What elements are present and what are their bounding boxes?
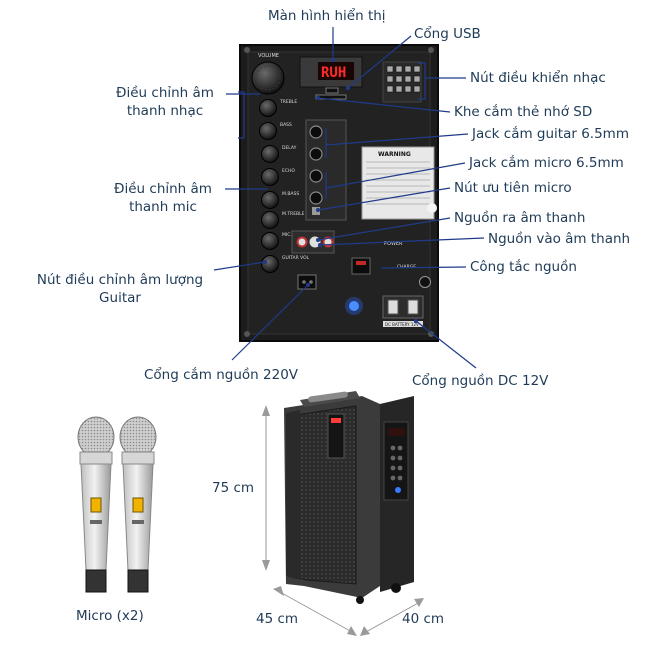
label-ac-power: Cổng cắm nguồn 220V — [144, 367, 299, 383]
guitar-jack-1[interactable] — [309, 125, 323, 139]
label-sd-slot: Khe cắm thẻ nhớ SD — [454, 104, 593, 120]
label-music-adjust-line2: thanh nhạc — [126, 103, 204, 119]
label-mic-priority: Nút ưu tiên micro — [454, 180, 572, 196]
label-music-adjust: Điều chỉnh âm thanh nhạc — [100, 84, 230, 120]
label-display: Màn hình hiển thị — [268, 8, 386, 24]
label-mic-adjust: Điều chỉnh âm thanh mic — [98, 180, 228, 216]
dimension-lines — [262, 405, 424, 636]
label-power-switch: Công tắc nguồn — [470, 259, 577, 275]
label-music-buttons: Nút điều khiển nhạc — [470, 70, 606, 86]
knob-label: DELAY — [282, 145, 297, 151]
delay-knob[interactable] — [261, 145, 279, 163]
leader-lines — [213, 27, 485, 369]
guitar-jack-2[interactable] — [309, 147, 323, 161]
body-blue-led — [395, 487, 401, 493]
mtreble-knob[interactable] — [261, 211, 279, 229]
speaker-body — [284, 391, 414, 604]
label-usb: Cổng USB — [414, 26, 481, 42]
warning-sticker — [361, 146, 435, 220]
tone-knobs — [259, 99, 279, 273]
knob-label: GUITAR VOL — [282, 255, 310, 261]
power-switch[interactable] — [351, 257, 371, 275]
label-height: 75 cm — [212, 480, 255, 496]
warning-title: WARNING — [378, 151, 411, 158]
echo-knob[interactable] — [261, 168, 279, 186]
microphone-2 — [119, 416, 157, 593]
charge-label: CHARGE — [397, 264, 416, 270]
volume-knob[interactable] — [251, 61, 285, 95]
display-readout: RUH — [321, 65, 346, 81]
label-guitar-volume: Nút điều chỉnh âm lượng Guitar — [22, 271, 218, 307]
label-width: 45 cm — [256, 611, 299, 627]
microphone-1 — [77, 416, 115, 593]
label-mic-adjust-line1: Điều chỉnh âm — [114, 181, 212, 197]
label-mic-jack: Jack cắm micro 6.5mm — [469, 155, 624, 171]
mic-priority-button[interactable] — [312, 207, 320, 215]
label-guitar-volume-line1: Nút điều chỉnh âm lượng — [36, 272, 204, 288]
mic-volume-knob[interactable] — [261, 232, 279, 250]
mbass-knob[interactable] — [261, 191, 279, 209]
usb-port[interactable] — [325, 87, 339, 94]
mic-jack-2[interactable] — [309, 191, 323, 205]
label-dc-power: Cổng nguồn DC 12V — [412, 373, 549, 389]
led-display — [318, 62, 354, 80]
label-audio-in: Nguồn vào âm thanh — [488, 231, 631, 247]
dc-label: DC BATTERY 12V — [385, 322, 419, 327]
power-label: POWER — [384, 241, 403, 247]
label-music-adjust-line1: Điều chỉnh âm — [116, 85, 214, 101]
label-guitar-jack: Jack cắm guitar 6.5mm — [472, 126, 629, 142]
bass-knob[interactable] — [259, 122, 277, 140]
microphone-pair — [77, 416, 157, 593]
label-audio-out: Nguồn ra âm thanh — [454, 210, 586, 226]
label-microphones: Micro (x2) — [76, 608, 144, 624]
knob-label: M.TREBLE — [282, 211, 305, 217]
volume-label: VOLUME — [258, 53, 279, 59]
mic-jack-1[interactable] — [309, 169, 323, 183]
label-guitar-volume-line2: Guitar — [99, 290, 141, 306]
ac-socket[interactable] — [297, 274, 317, 290]
guitar-volume-knob[interactable] — [261, 255, 279, 273]
blue-led — [349, 301, 359, 311]
knob-label: TREBLE — [279, 99, 297, 105]
control-panel: VOLUME TREBLE BASS DELAY ECHO M.BASS M.T… — [239, 44, 439, 342]
knob-label: M.BASS — [282, 191, 299, 197]
rca-out-red[interactable] — [296, 236, 308, 248]
label-mic-adjust-line2: thanh mic — [129, 199, 197, 215]
knob-label: BASS — [280, 122, 292, 128]
rca-panel — [291, 230, 335, 254]
label-depth: 40 cm — [402, 611, 445, 627]
treble-knob[interactable] — [259, 99, 277, 117]
music-button-grid — [382, 61, 422, 103]
knob-label: ECHO — [282, 168, 295, 174]
